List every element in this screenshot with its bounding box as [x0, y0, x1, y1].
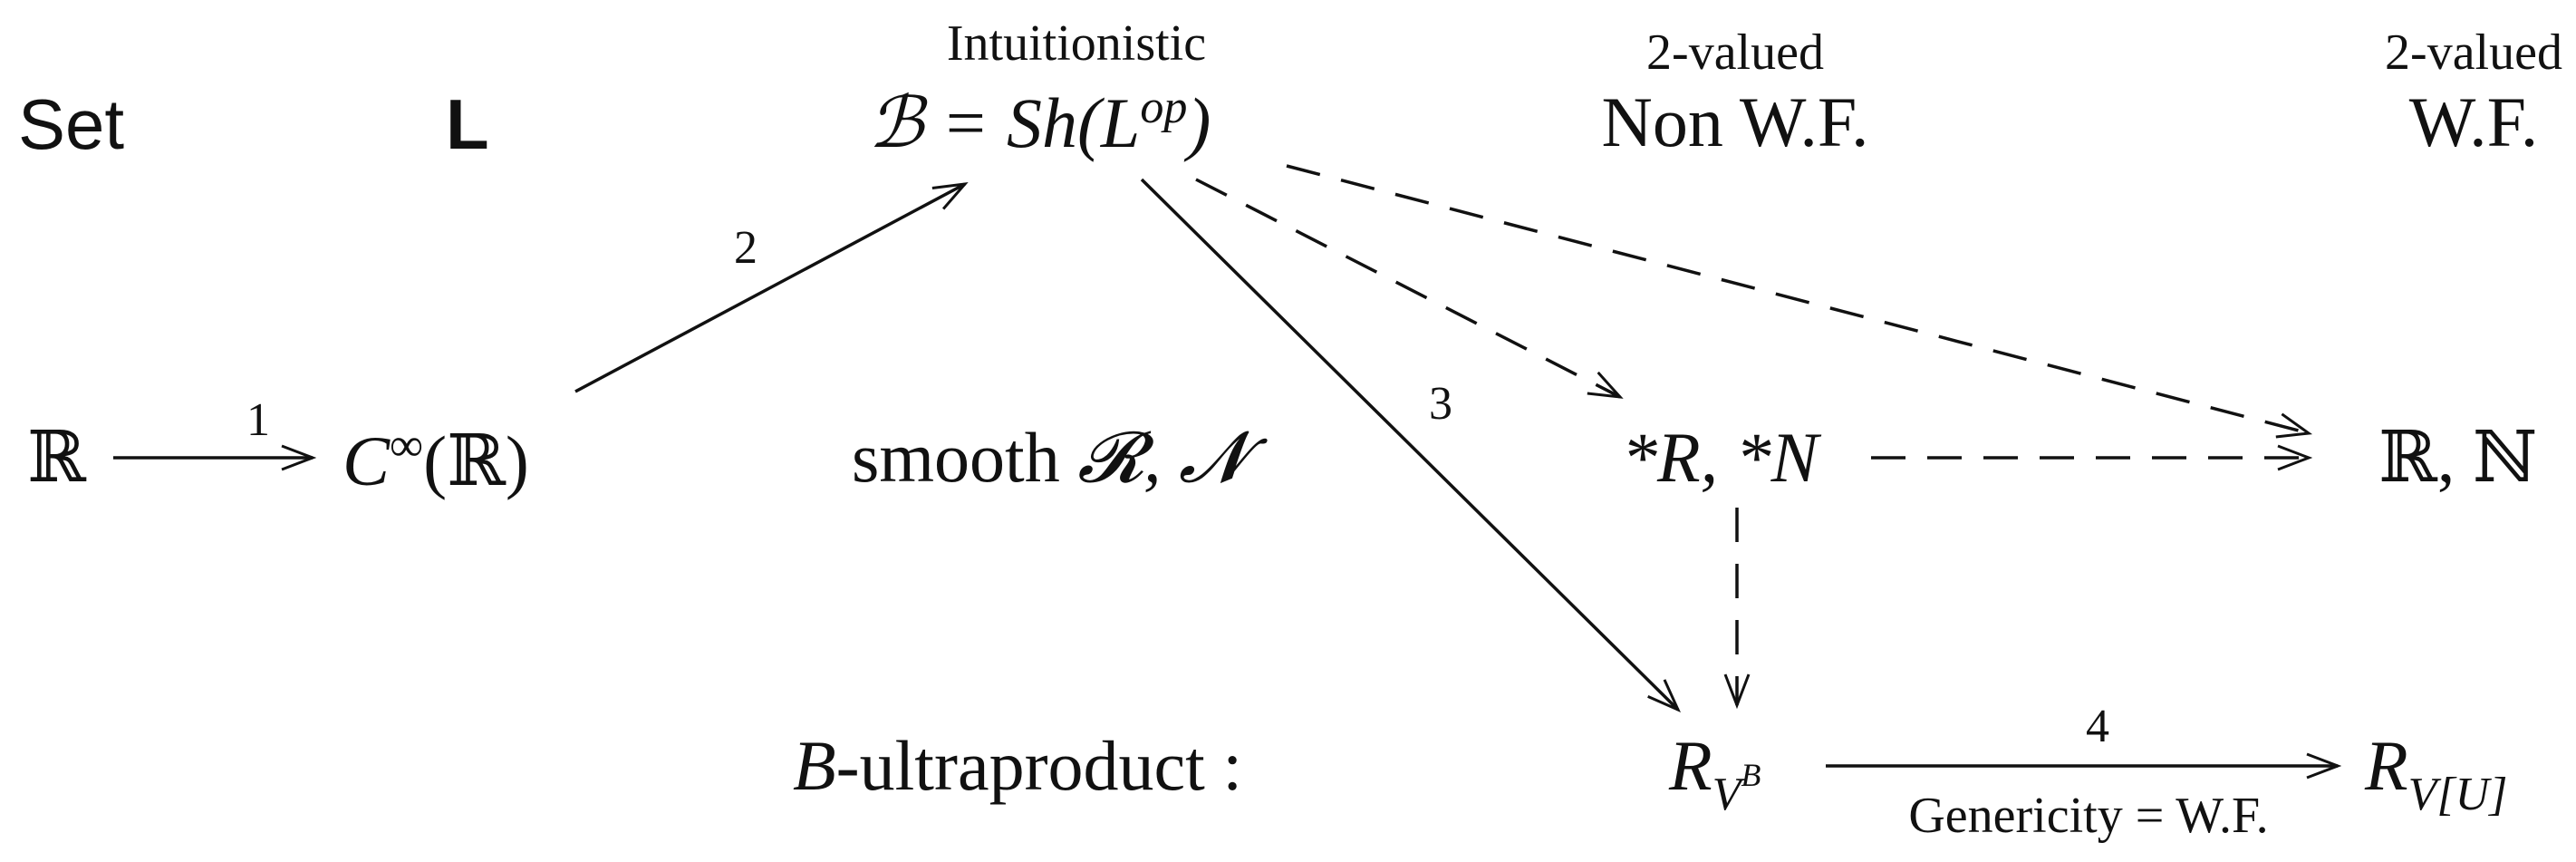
r-vb-subsup: B — [1741, 757, 1761, 793]
r-vu-r: R — [2365, 726, 2408, 805]
topos-close: ) — [1187, 83, 1211, 162]
arrow-3 — [1140, 178, 1678, 710]
arrow-dashed-to-star — [1195, 178, 1620, 397]
r-vu-sub: V[U] — [2407, 769, 2508, 820]
r-vu-node: RV[U] — [2365, 731, 2507, 818]
r-vb-node: RVB — [1669, 731, 1761, 818]
cinf-node: C∞(ℝ) — [343, 422, 529, 497]
edge-label-4: 4 — [2086, 701, 2109, 752]
b-ultraproduct-label: B-ultraproduct : — [793, 731, 1242, 801]
smooth-objects: 𝓡, 𝓝 — [1077, 418, 1247, 497]
ultraproduct-text: -ultraproduct : — [835, 726, 1243, 805]
topos-text: ℬ = Sh(L — [868, 83, 1141, 162]
topos-op: op — [1140, 82, 1188, 133]
intuitionistic-label: Intuitionistic — [946, 15, 1207, 72]
non-wf-label: Non W.F. — [1601, 82, 1869, 161]
category-l-label: L — [446, 84, 489, 164]
topos-label: ℬ = Sh(Lop) — [868, 84, 1211, 159]
r-vb-r: R — [1669, 726, 1713, 805]
smooth-text: smooth — [852, 418, 1078, 497]
edge-label-3: 3 — [1429, 378, 1452, 430]
cinf-arg: (ℝ) — [423, 421, 529, 500]
arrow-2 — [574, 184, 965, 393]
standard-objects-node: ℝ, ℕ — [2378, 418, 2538, 497]
two-valued-label-a: 2-valued — [1646, 24, 1824, 81]
reals-node: ℝ — [27, 418, 86, 497]
set-label: Set — [18, 84, 125, 164]
edge-label-2: 2 — [734, 222, 757, 274]
cinf-sup: ∞ — [390, 420, 424, 471]
edge-label-1: 1 — [246, 394, 270, 446]
wf-label: W.F. — [2408, 82, 2539, 161]
smooth-node: smooth 𝓡, 𝓝 — [852, 422, 1247, 493]
b-italic: B — [793, 726, 836, 805]
arrow-dashed-to-standard — [1286, 164, 2309, 433]
star-objects-node: *R, *N — [1622, 418, 1819, 497]
cinf-c: C — [343, 421, 391, 500]
r-vb-sub: V — [1712, 769, 1741, 820]
genericity-label: Genericity = W.F. — [1908, 788, 2269, 844]
two-valued-label-b: 2-valued — [2385, 24, 2562, 81]
